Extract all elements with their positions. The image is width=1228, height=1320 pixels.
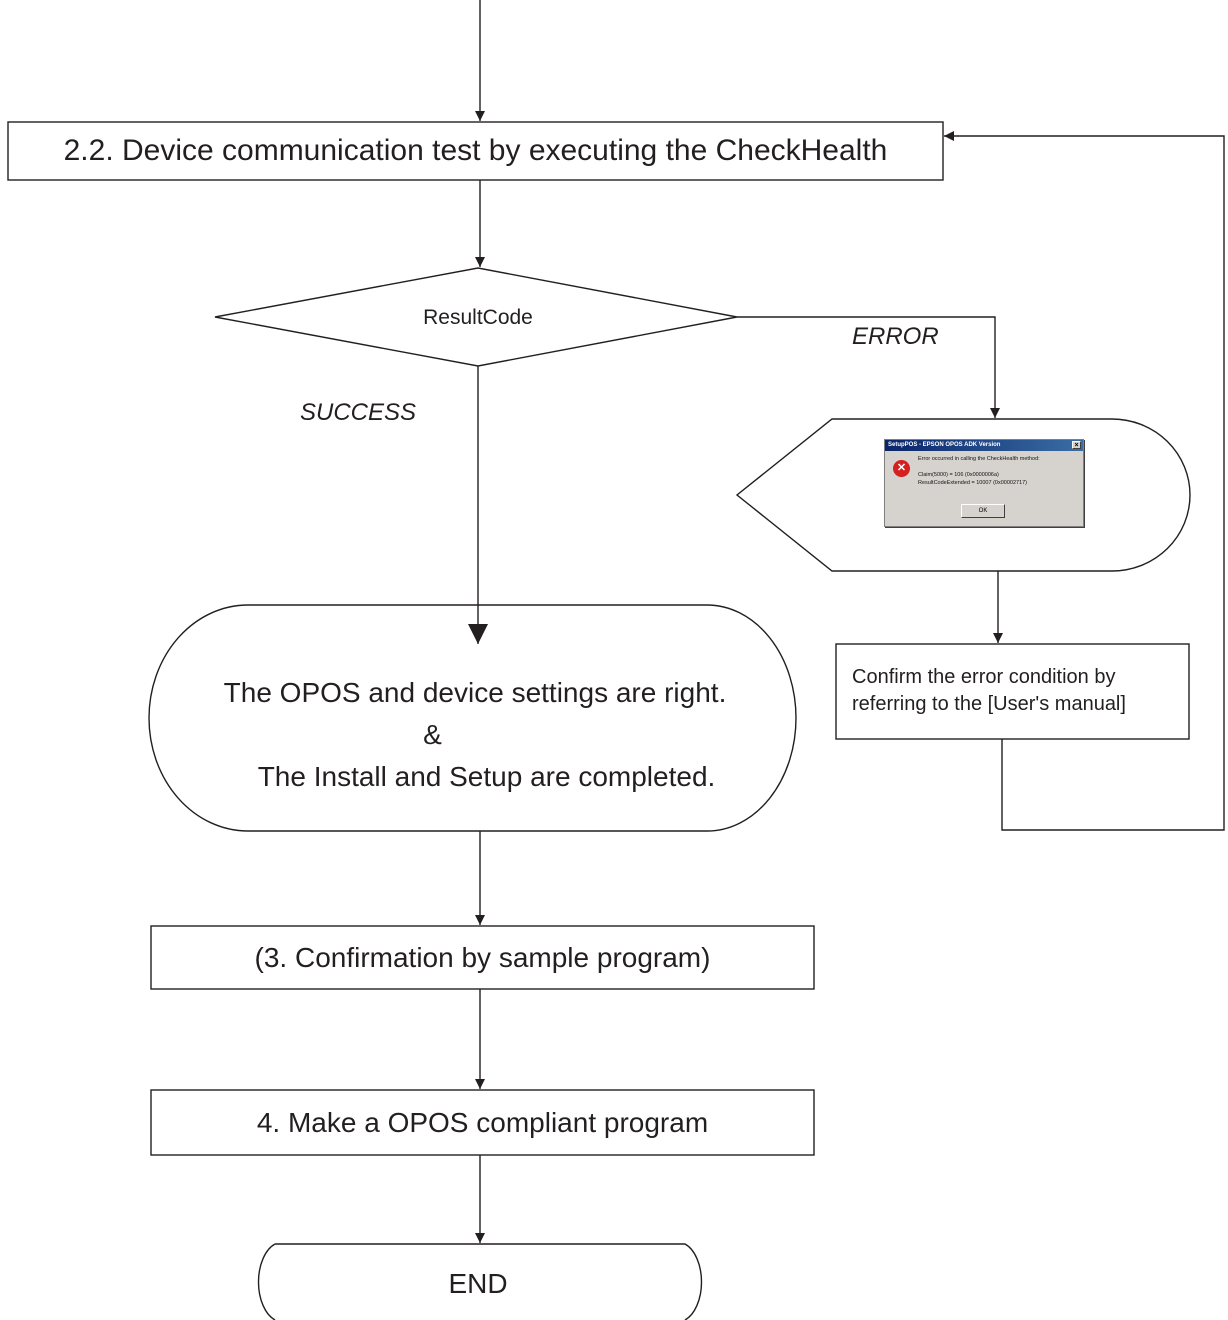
error-dialog-line-1: Claim(5000) = 106 (0x0000006a): [918, 472, 999, 478]
error-dialog-title: SetupPOS - EPSON OPOS ADK Version ×: [885, 440, 1083, 451]
checkhealth-box: [7, 121, 944, 181]
sample-program-box: [150, 925, 815, 990]
result-line-3: The Install and Setup are completed.: [257, 761, 716, 792]
result-terminator: [148, 604, 797, 832]
error-dialog: SetupPOS - EPSON OPOS ADK Version × ✕ Er…: [884, 439, 1084, 527]
result-line-2: &: [423, 719, 442, 750]
result-line-1: The OPOS and device settings are right.: [223, 677, 727, 708]
confirm-error-line-2: referring to the [User's manual]: [852, 693, 1126, 715]
ok-button[interactable]: OK: [961, 504, 1005, 518]
confirm-error-box: [835, 643, 1190, 740]
sample-program-label: (3. Confirmation by sample program): [254, 941, 711, 973]
decision-label: ResultCode: [423, 306, 533, 329]
checkhealth-label: 2.2. Device communication test by execut…: [63, 134, 888, 167]
success-branch-label: SUCCESS: [300, 399, 417, 426]
error-icon: ✕: [893, 460, 910, 477]
loop-back-arrow: [944, 131, 1225, 831]
error-branch-arrow: [737, 316, 1000, 418]
result-label: The OPOS and device settings are right. …: [150, 660, 805, 810]
error-dialog-message: Error occurred in calling the CheckHealt…: [918, 456, 1040, 462]
end-terminator: [257, 1243, 703, 1320]
make-program-box: [150, 1089, 815, 1156]
make-program-label: 4. Make a OPOS compliant program: [256, 1106, 709, 1138]
error-display-shape: [735, 418, 1191, 572]
confirm-error-line-1: Confirm the error condition by: [852, 666, 1116, 688]
error-dialog-line-2: ResultCodeExtended = 10007 (0x00002717): [918, 480, 1028, 486]
end-label: END: [448, 1268, 508, 1299]
confirm-error-label: Confirm the error condition by referring…: [852, 652, 1182, 730]
error-branch-label: ERROR: [852, 323, 939, 350]
close-icon[interactable]: ×: [1072, 441, 1081, 449]
